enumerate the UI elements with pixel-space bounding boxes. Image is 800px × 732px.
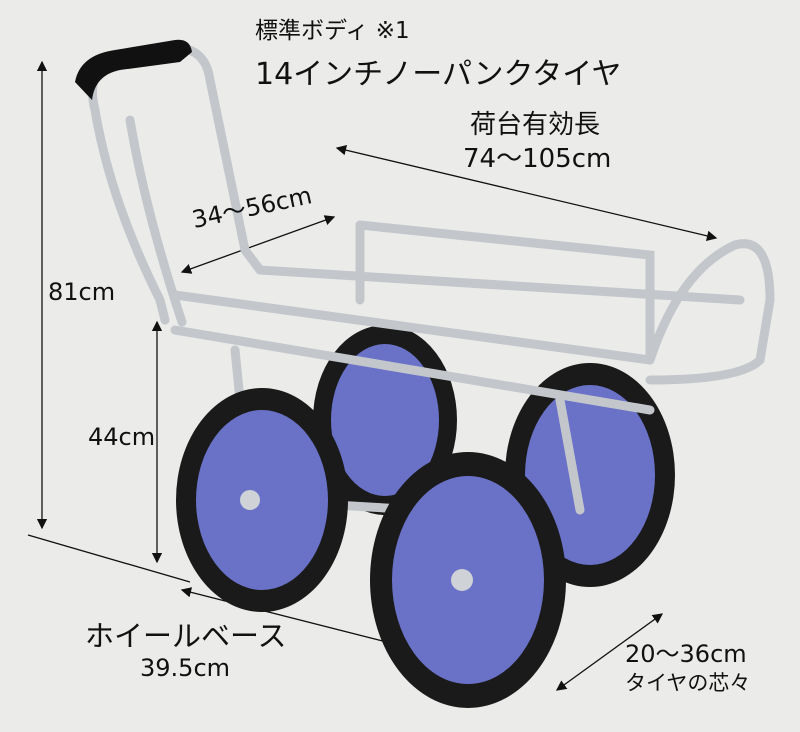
dimension-lines	[27, 60, 718, 691]
front-wheel-left	[176, 388, 348, 612]
bed-length-label: 荷台有効長	[470, 110, 601, 140]
handle-grip	[75, 39, 192, 100]
track-label: タイヤの芯々	[625, 671, 751, 695]
total-height-value: 81cm	[48, 278, 116, 306]
wheelbase-value: 39.5cm	[140, 654, 231, 682]
front-wheel-right	[370, 452, 566, 708]
tire-type-label: 14インチノーパンクタイヤ	[255, 57, 622, 92]
wheelbase-label: ホイールベース	[85, 619, 287, 653]
track-value: 20〜36cm	[625, 640, 747, 668]
bed-length-value: 74〜105cm	[463, 144, 612, 174]
body-type-label: 標準ボディ ※1	[255, 18, 410, 44]
bed-height-value: 44cm	[88, 423, 156, 451]
